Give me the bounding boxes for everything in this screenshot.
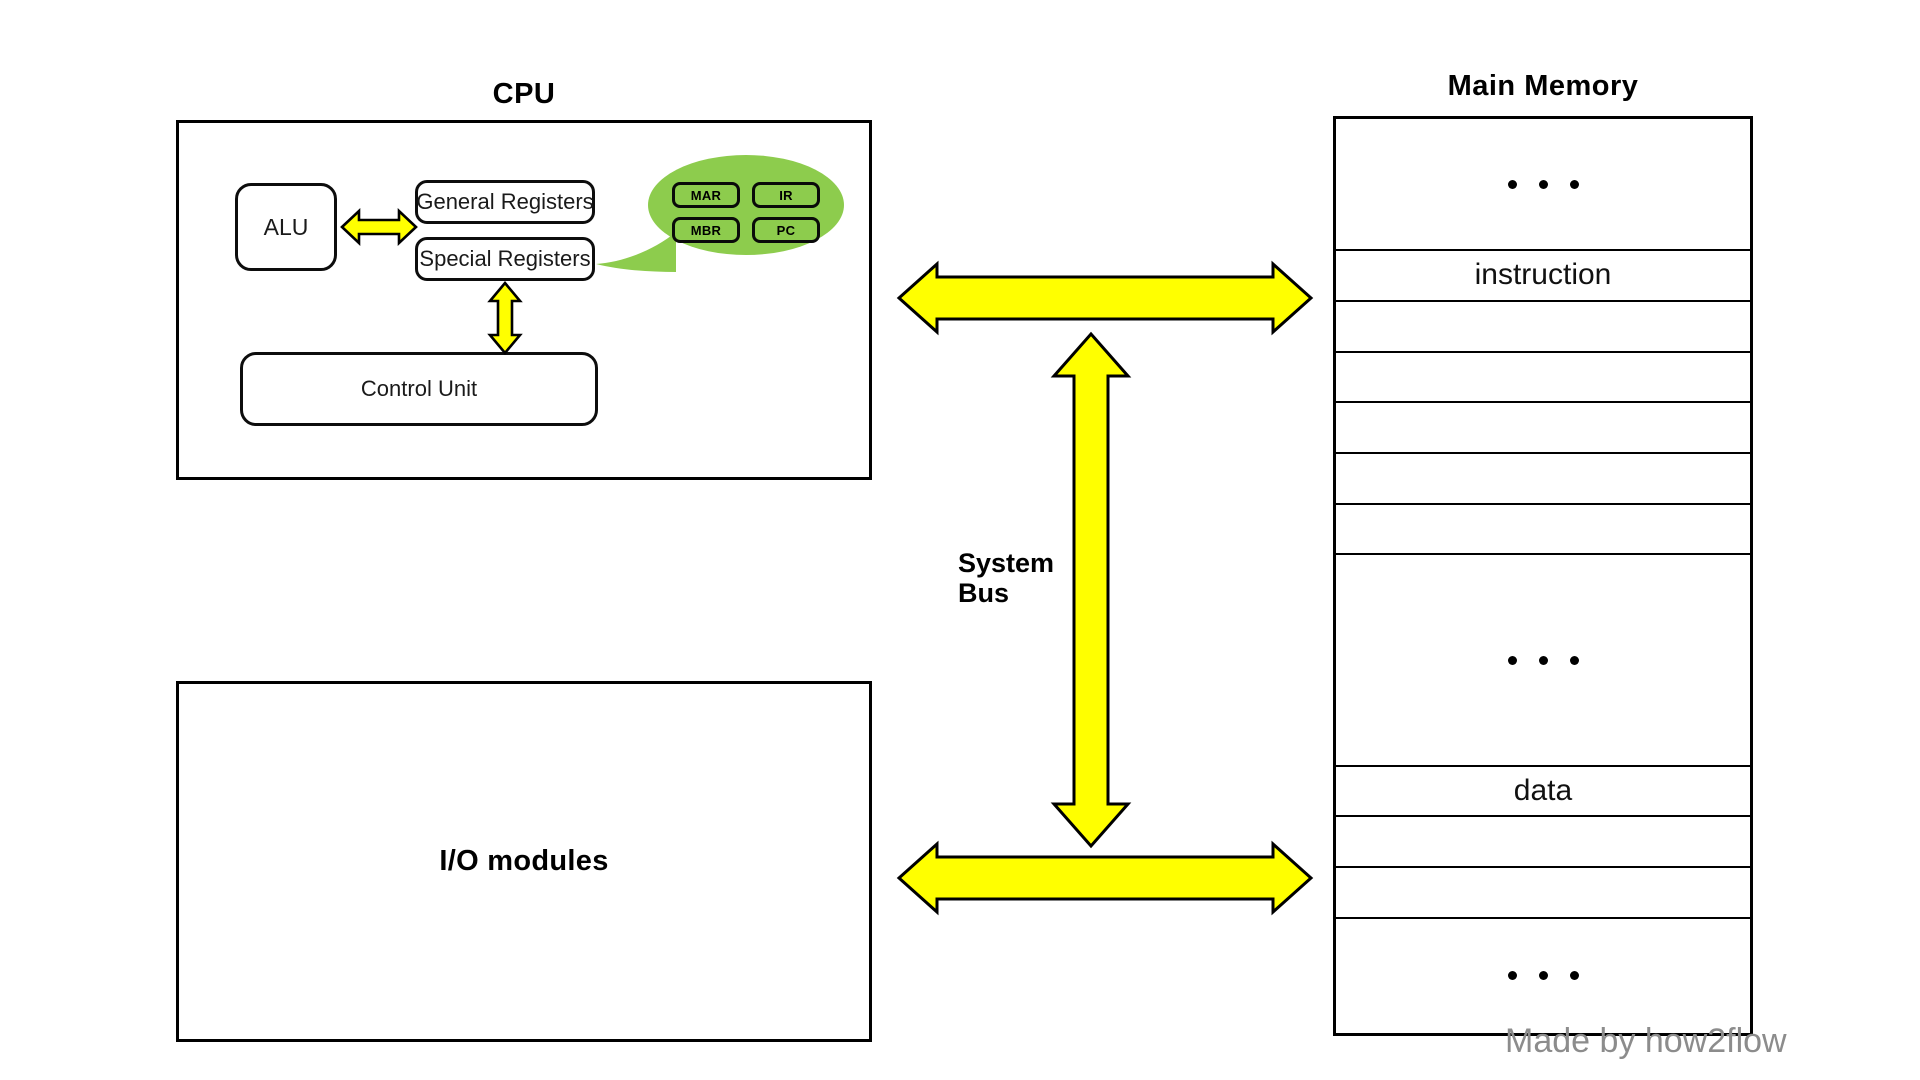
io-modules-container: I/O modules bbox=[176, 681, 872, 1042]
watermark: Made by how2flow bbox=[1505, 1022, 1787, 1060]
register-chip-mbr: MBR bbox=[672, 217, 740, 243]
memory-cell bbox=[1336, 403, 1750, 454]
memory-cell bbox=[1336, 301, 1750, 353]
memory-cell: instruction bbox=[1336, 251, 1750, 302]
control-unit-box: Control Unit bbox=[240, 352, 598, 426]
memory-cell bbox=[1336, 868, 1750, 919]
registers-control-unit-double-arrow-icon bbox=[487, 280, 523, 356]
memory-ellipsis-icon bbox=[1507, 971, 1579, 981]
callout-tail-icon bbox=[596, 232, 676, 272]
special-registers-box: Special Registers bbox=[415, 237, 595, 281]
cpu-title: CPU bbox=[492, 78, 556, 110]
memory-cell bbox=[1336, 555, 1750, 767]
main-memory-title: Main Memory bbox=[1447, 70, 1639, 102]
memory-cell bbox=[1336, 453, 1750, 505]
memory-ellipsis-icon bbox=[1507, 179, 1579, 189]
cpu-memory-bus-arrow-icon bbox=[896, 260, 1314, 336]
io-modules-label: I/O modules bbox=[439, 845, 609, 877]
register-chip-mar: MAR bbox=[672, 182, 740, 208]
alu-registers-double-arrow-icon bbox=[340, 207, 418, 247]
system-bus-label: System Bus bbox=[958, 548, 1078, 608]
general-registers-box: General Registers bbox=[415, 180, 595, 224]
system-bus-label-line2: Bus bbox=[958, 578, 1010, 609]
system-bus-label-line1: System bbox=[958, 548, 1055, 578]
alu-box: ALU bbox=[235, 183, 337, 271]
memory-cell bbox=[1336, 119, 1750, 252]
memory-ellipsis-icon bbox=[1507, 655, 1579, 665]
memory-cell-label: data bbox=[1513, 774, 1573, 808]
memory-cell bbox=[1336, 918, 1750, 1033]
register-chip-ir: IR bbox=[752, 182, 820, 208]
memory-cell-label: instruction bbox=[1474, 258, 1612, 292]
memory-cell bbox=[1336, 504, 1750, 556]
io-memory-bus-arrow-icon bbox=[896, 840, 1314, 916]
system-bus-vertical-arrow-icon bbox=[1050, 331, 1132, 849]
memory-cell bbox=[1336, 352, 1750, 404]
register-chip-pc: PC bbox=[752, 217, 820, 243]
memory-cell: data bbox=[1336, 766, 1750, 818]
main-memory-container: instruction data bbox=[1333, 116, 1753, 1036]
memory-cell bbox=[1336, 817, 1750, 869]
